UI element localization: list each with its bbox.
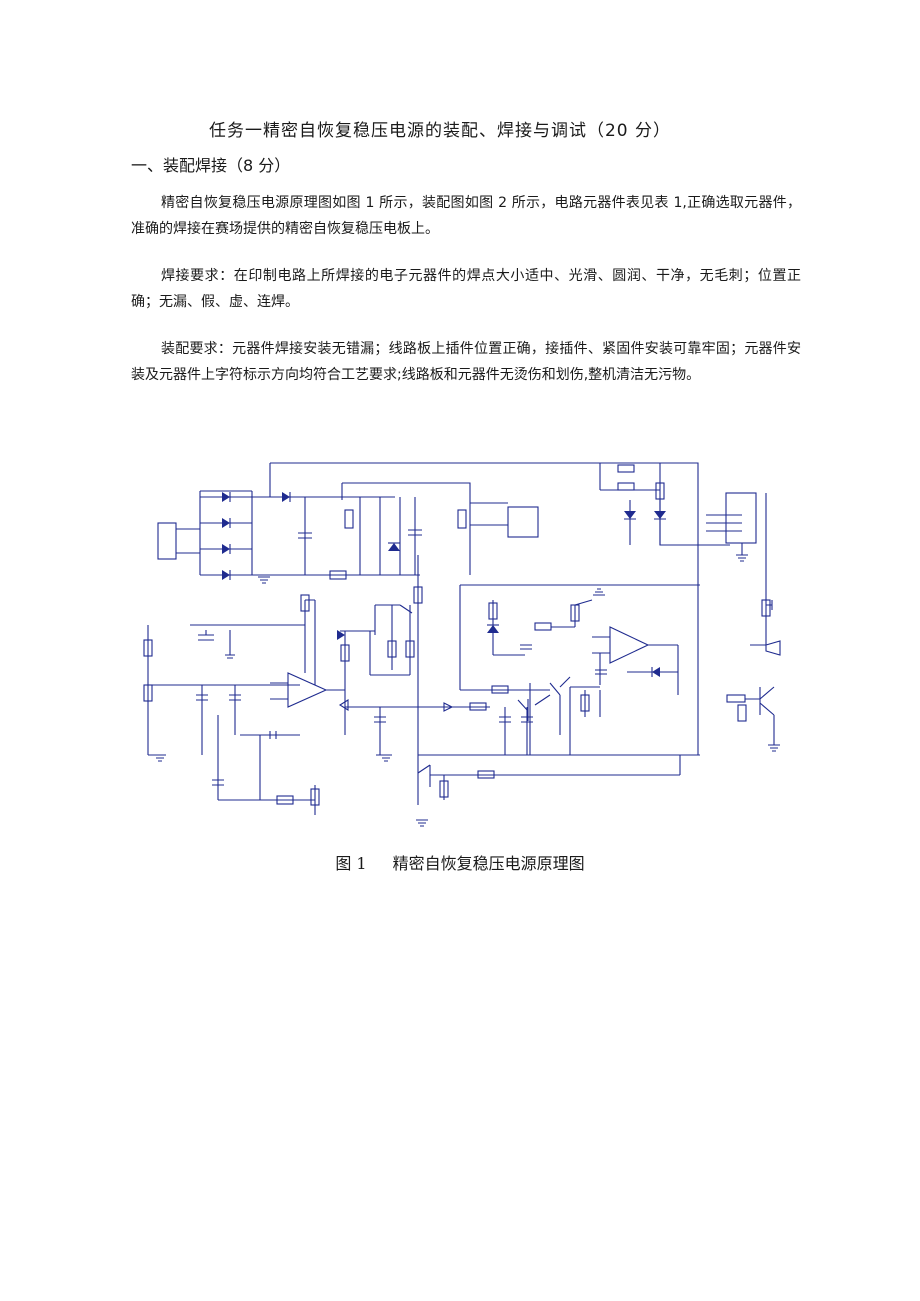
- op-amp-1: [270, 672, 345, 708]
- task-title: 任务一精密自恢复稳压电源的装配、焊接与调试（20 分）: [208, 121, 672, 141]
- figure-caption-text: 精密自恢复稳压电源原理图: [392, 854, 585, 873]
- figure-caption: 图 1 精密自恢复稳压电源原理图: [0, 850, 920, 874]
- circuit-schematic: [143, 462, 781, 827]
- paragraph-soldering-requirements: 焊接要求：在印制电路上所焊接的电子元器件的焊点大小适中、光滑、圆润、干净，无毛刺…: [131, 268, 801, 310]
- ground-symbols: [154, 576, 605, 827]
- section-heading: 一、装配焊接（8 分）: [131, 156, 291, 175]
- paragraph-assembly-requirements: 装配要求：元器件焊接安装无错漏；线路板上插件位置正确，接插件、紧固件安装可靠牢固…: [131, 341, 801, 383]
- op-amp-2: [592, 626, 679, 695]
- bridge-rectifier: [200, 491, 253, 580]
- paragraph-intro: 精密自恢复稳压电源原理图如图 1 所示，装配图如图 2 所示，电路元器件表见表 …: [131, 195, 801, 237]
- figure-number: 图 1: [335, 854, 367, 873]
